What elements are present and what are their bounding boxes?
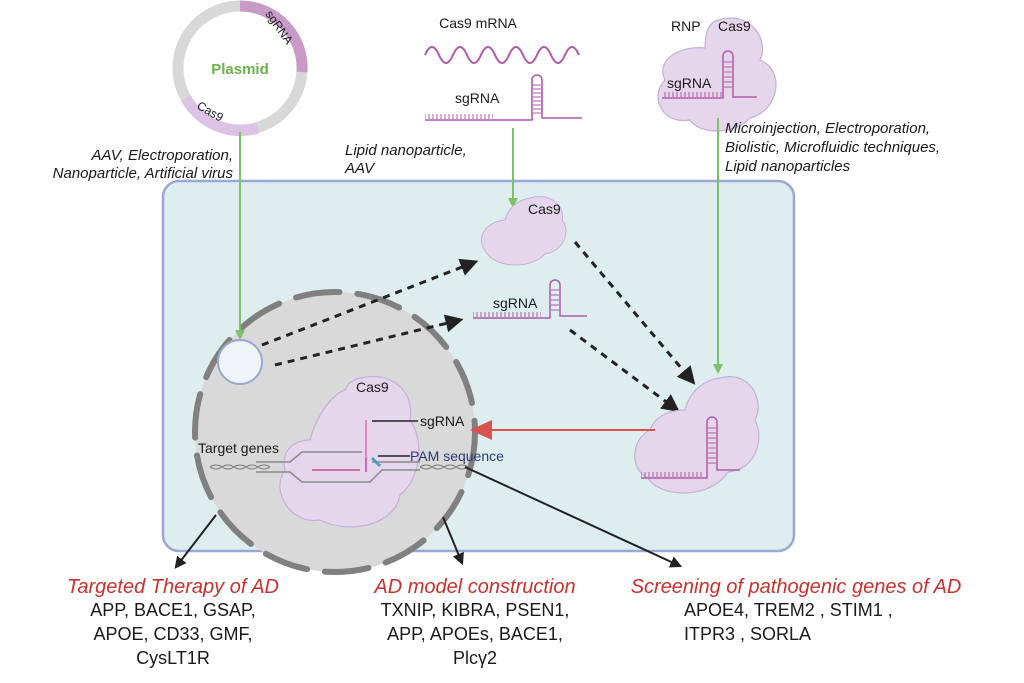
mrna-sgrna-label: sgRNA [455,90,500,106]
mrna-delivery-line-1: Lipid nanoparticle, [345,142,467,159]
nuclear-cas9-label: Cas9 [356,379,389,395]
target-genes-label: Target genes [198,440,279,456]
rnp-delivery-line-3: Lipid nanoparticles [725,158,851,175]
rnp-sgrna-label: sgRNA [667,75,712,91]
outcome-therapy-line-2: APOE, CD33, GMF, [93,624,252,644]
cas9-mrna-wave [424,46,580,64]
outcome-screening-line-1: APOE4, TREM2 , STIM1 , [684,600,893,620]
outcome-model-line-3: Plcγ2 [453,648,497,668]
red-arrow-into-nucleus [470,420,655,440]
mrna-sgrna-shape [425,74,582,121]
rnp-title: RNP [671,18,701,34]
cas9-mrna-title: Cas9 mRNA [439,15,517,31]
outcome-model-heading: AD model construction [373,576,575,598]
nuclear-plasmid [217,339,263,385]
arrow-to-therapy [174,514,217,569]
outcome-screening-line-2: ITPR3 , SORLA [684,624,811,644]
dashed-arrow-to-sgrna [274,314,464,367]
dashed-arrow-cas9-to-complex [573,241,696,385]
cytoplasm-sgrna-label: sgRNA [493,295,538,311]
mrna-delivery-line-2: AAV [344,160,376,177]
arrow-to-screening [464,466,683,568]
dashed-arrow-sgrna-to-complex [569,328,680,413]
outcome-screening-heading: Screening of pathogenic genes of AD [631,576,962,598]
rnp-cas9-label: Cas9 [718,18,751,34]
rnp-complex: Cas9 sgRNA [657,17,777,132]
arrow-to-model [442,516,464,566]
plasmid: Plasmid sgRNA Cas9 [172,0,308,136]
cytoplasm-cas9: Cas9 [481,196,567,266]
target-dna [209,420,469,483]
outcome-model-line-1: TXNIP, KIBRA, PSEN1, [381,600,570,620]
pam-label: PAM sequence [410,448,504,464]
cytoplasm-cas9-label: Cas9 [528,201,561,217]
plasmid-delivery-line-1: AAV, Electroporation, [91,147,233,164]
outcome-therapy-line-3: CysLT1R [136,648,210,668]
cytoplasm-rnp-complex [634,376,760,494]
outcome-therapy-heading: Targeted Therapy of AD [67,576,279,598]
rnp-delivery-line-2: Biolistic, Microfluidic techniques, [725,139,940,156]
rnp-delivery-line-1: Microinjection, Electroporation, [725,120,930,137]
plasmid-delivery-line-2: Nanoparticle, Artificial virus [53,165,234,182]
outcome-model-line-2: APP, APOEs, BACE1, [387,624,563,644]
outcome-therapy-line-1: APP, BACE1, GSAP, [90,600,255,620]
plasmid-label: Plasmid [211,61,269,78]
cytoplasm-sgrna-shape [473,279,587,319]
nuclear-sgrna-label: sgRNA [420,413,465,429]
